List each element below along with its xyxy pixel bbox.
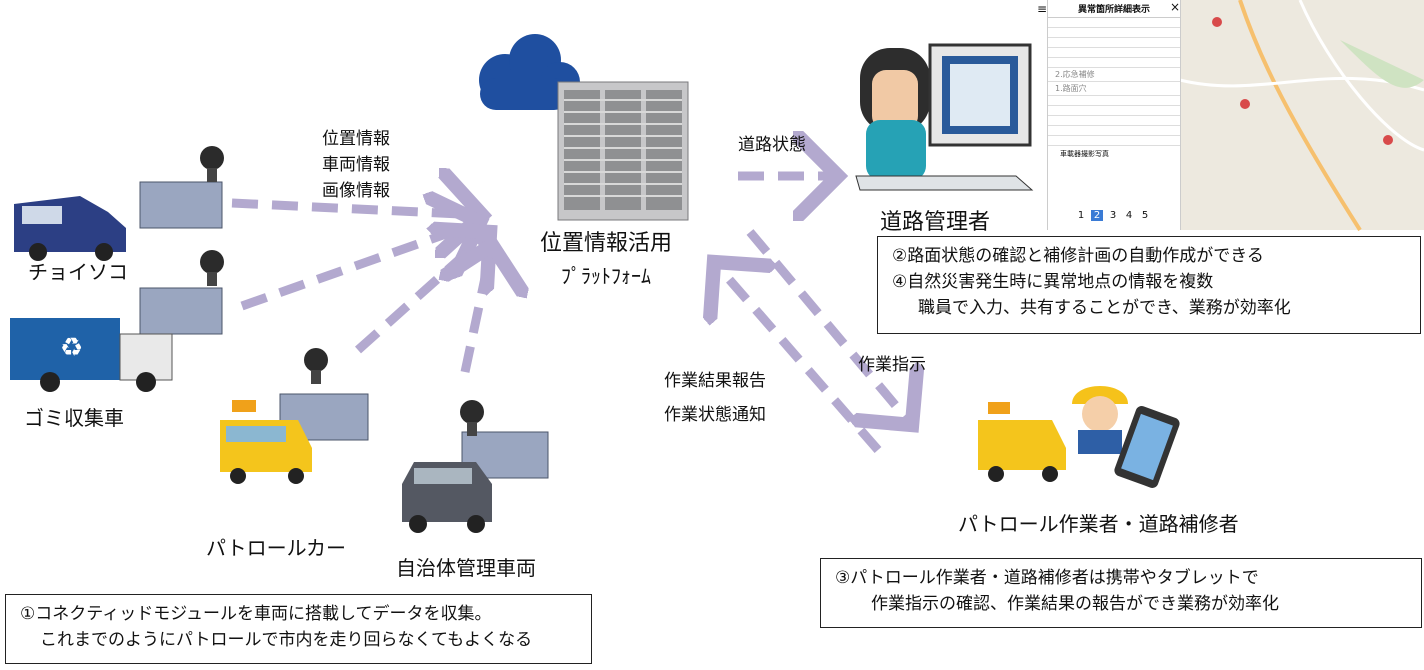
note1-line2: これまでのようにパトロールで市内を走り回らなくてもよくなる <box>40 630 533 650</box>
status-value: 2.応急補修 <box>1054 67 1180 82</box>
svg-text:♻: ♻ <box>60 333 83 363</box>
cloud-icon <box>479 34 580 110</box>
page-5[interactable]: 5 <box>1141 210 1149 221</box>
note-box-3: ③パトロール作業者・道路補修者は携帯やタブレットで 作業指示の確認、作業結果の報… <box>820 558 1422 628</box>
road-status-label: 道路状態 <box>738 135 806 155</box>
platform-label: 位置情報活用 ﾌﾟﾗｯﾄﾌｫｰﾑ <box>540 228 672 292</box>
work-report-label: 作業結果報告 作業状態通知 <box>664 364 766 432</box>
arrow-worker-to-platform <box>714 262 882 453</box>
upload-info-vehicle: 車両情報 <box>322 155 390 175</box>
server-rack-icon <box>557 81 689 221</box>
module-garbage-icon <box>139 250 224 335</box>
note3-line2: 作業指示の確認、作業結果の報告ができ業務が効率化 <box>871 594 1279 614</box>
note-box-1: ①コネクティッドモジュールを車両に搭載してデータを収集。 これまでのようにパトロ… <box>5 594 592 664</box>
panel-title: 異常箇所詳細表示 <box>1048 0 1180 18</box>
note1-line1: ①コネクティッドモジュールを車両に搭載してデータを収集。 <box>20 604 492 624</box>
municipal-vehicle-label: 自治体管理車両 <box>396 556 536 580</box>
close-icon[interactable]: × <box>1170 0 1181 14</box>
patrol-worker-illustration <box>978 386 1180 488</box>
platform-line2: ﾌﾟﾗｯﾄﾌｫｰﾑ <box>561 264 651 288</box>
garbage-truck-icon: ♻ <box>10 318 173 392</box>
module-choisoko-icon <box>139 146 224 229</box>
patrol-worker-label: パトロール作業者・道路補修者 <box>958 512 1239 536</box>
photo-label: 車載器撮影写真 <box>1060 150 1109 158</box>
page-2[interactable]: 2 <box>1091 210 1103 221</box>
page-4[interactable]: 4 <box>1125 210 1133 221</box>
platform-line1: 位置情報活用 <box>540 231 673 256</box>
work-report-result: 作業結果報告 <box>664 371 766 391</box>
choisoko-van-icon <box>14 196 126 261</box>
detail-panel: 異常箇所詳細表示 2.応急補修 1.路面穴 車載器撮影写真 <box>1047 0 1181 230</box>
road-manager-illustration <box>855 43 1034 191</box>
arrow-municipal-to-platform <box>465 245 492 373</box>
note2-line3: 職員で入力、共有することができ、業務が効率化 <box>918 298 1291 318</box>
patrol-car-label: パトロールカー <box>206 536 346 560</box>
page-3[interactable]: 3 <box>1109 210 1117 221</box>
garbage-truck-label: ゴミ収集車 <box>24 406 124 430</box>
note3-line1: ③パトロール作業者・道路補修者は携帯やタブレットで <box>835 568 1259 588</box>
work-report-status: 作業状態通知 <box>664 405 766 425</box>
note2-line2: ④自然災害発生時に異常地点の情報を複数 <box>892 272 1214 292</box>
map-image <box>1179 0 1424 232</box>
upload-info: 位置情報 車両情報 画像情報 <box>322 126 390 204</box>
municipal-car-icon <box>402 462 492 533</box>
work-instruction-label: 作業指示 <box>858 355 926 375</box>
note-box-2: ②路面状態の確認と補修計画の自動作成ができる ④自然災害発生時に異常地点の情報を… <box>877 236 1421 334</box>
note2-line1: ②路面状態の確認と補修計画の自動作成ができる <box>892 246 1264 266</box>
arrow-choisoko-to-platform <box>231 203 482 215</box>
arrow-patrol-to-platform <box>355 232 490 354</box>
arrow-garbage-to-platform <box>240 222 480 311</box>
type-value: 1.路面穴 <box>1054 81 1180 96</box>
patrol-car-icon <box>220 400 312 484</box>
upload-info-position: 位置情報 <box>322 129 390 149</box>
road-manager-label: 道路管理者 <box>880 210 991 235</box>
panel-table: 2.応急補修 1.路面穴 <box>1048 18 1180 146</box>
choisoko-label: チョイソコ <box>28 260 128 284</box>
upload-info-image: 画像情報 <box>322 181 390 201</box>
menu-icon[interactable]: ≡ <box>1037 2 1048 16</box>
page-1[interactable]: 1 <box>1077 210 1085 221</box>
